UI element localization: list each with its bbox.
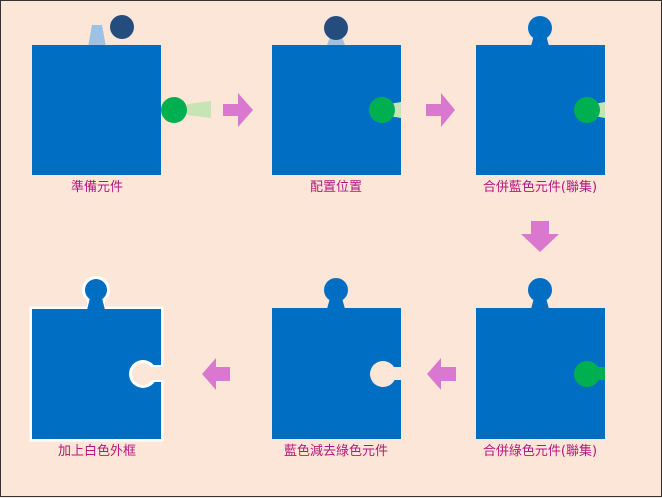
step-6-cutout-knob bbox=[132, 363, 154, 385]
arrow-left-icon bbox=[202, 358, 230, 390]
step-6-graphic bbox=[29, 276, 164, 442]
arrow-right-icon bbox=[426, 93, 455, 127]
step-1-green-neck bbox=[187, 101, 211, 118]
step-6-caption: 加上白色外框 bbox=[57, 444, 136, 459]
step-4-caption: 合併綠色元件(聯集) bbox=[482, 444, 598, 459]
step-1-blue-neck bbox=[88, 25, 106, 47]
step-5-blue-knob bbox=[324, 278, 348, 302]
step-1-blue-knob bbox=[110, 15, 134, 39]
step-3-graphic bbox=[476, 16, 605, 175]
step-1-blue-square bbox=[32, 45, 161, 175]
arrow-left-icon bbox=[427, 358, 456, 390]
step-3-caption: 合併藍色元件(聯集) bbox=[482, 180, 598, 195]
step-6-blue-neck bbox=[87, 298, 105, 310]
step-6-blue-knob bbox=[85, 279, 107, 301]
step-4-blue-knob bbox=[528, 278, 552, 302]
step-2-green-knob bbox=[369, 97, 395, 123]
step-2-blue-knob bbox=[324, 16, 348, 40]
step-4-graphic bbox=[476, 278, 605, 439]
step-5-graphic bbox=[272, 278, 401, 439]
step-1-green-knob bbox=[161, 97, 187, 123]
step-4-green-knob bbox=[574, 361, 600, 387]
step-3-blue-knob bbox=[528, 16, 552, 40]
step-2-caption: 配置位置 bbox=[309, 180, 362, 195]
step-1-graphic bbox=[32, 15, 211, 175]
step-2-graphic bbox=[272, 16, 401, 175]
step-1-caption: 準備元件 bbox=[70, 180, 123, 195]
step-5-caption: 藍色減去綠色元件 bbox=[283, 444, 388, 459]
arrow-down-icon bbox=[521, 221, 559, 252]
arrow-right-icon bbox=[223, 93, 253, 127]
step-3-green-knob bbox=[574, 97, 600, 123]
step-5-cutout-knob bbox=[370, 361, 396, 387]
